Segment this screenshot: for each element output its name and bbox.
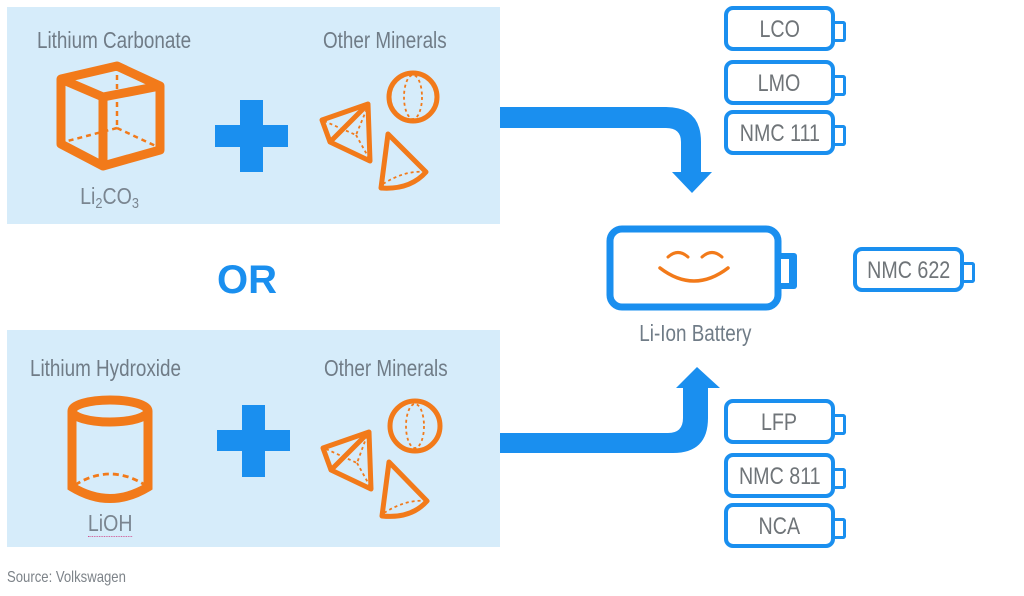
arrow-to-battery-bottom [500, 367, 720, 453]
battery-chemistry-lmo: LMO [724, 60, 846, 105]
battery-terminal-icon [835, 125, 846, 146]
minerals-icon [319, 70, 440, 191]
plus-icon [215, 100, 288, 172]
battery-chemistry-nca: NCA [724, 503, 846, 548]
smiling-battery-icon [606, 225, 797, 311]
battery-terminal-icon [835, 21, 846, 42]
cube-icon [56, 61, 165, 171]
or-separator: OR [217, 258, 277, 302]
plus-icon [217, 405, 290, 477]
battery-terminal-icon [835, 414, 846, 435]
battery-chemistry-lco: LCO [724, 6, 846, 51]
li-ion-battery-label: Li-Ion Battery [638, 320, 752, 346]
battery-terminal-icon [835, 468, 846, 489]
other-minerals-label: Other Minerals [324, 355, 448, 381]
battery-chemistry-lfp: LFP [724, 399, 846, 444]
battery-chemistry-nmc-622: NMC 622 [853, 247, 975, 292]
battery-terminal-icon [835, 518, 846, 539]
lithium-carbonate-formula: Li2CO3 [80, 183, 140, 212]
lithium-hydroxide-formula: LiOH [87, 510, 133, 537]
source-note: Source: Volkswagen [7, 569, 126, 586]
lithium-carbonate-label: Lithium Carbonate [37, 27, 192, 53]
battery-chemistry-nmc-811: NMC 811 [724, 453, 846, 498]
cylinder-icon [67, 395, 153, 503]
battery-terminal-icon [964, 262, 975, 283]
lithium-hydroxide-label: Lithium Hydroxide [30, 355, 181, 381]
minerals-icon [320, 398, 443, 519]
battery-terminal-icon [835, 75, 846, 96]
battery-chemistry-nmc-111: NMC 111 [724, 110, 846, 155]
arrow-to-battery-top [500, 107, 712, 193]
other-minerals-label: Other Minerals [323, 27, 447, 53]
